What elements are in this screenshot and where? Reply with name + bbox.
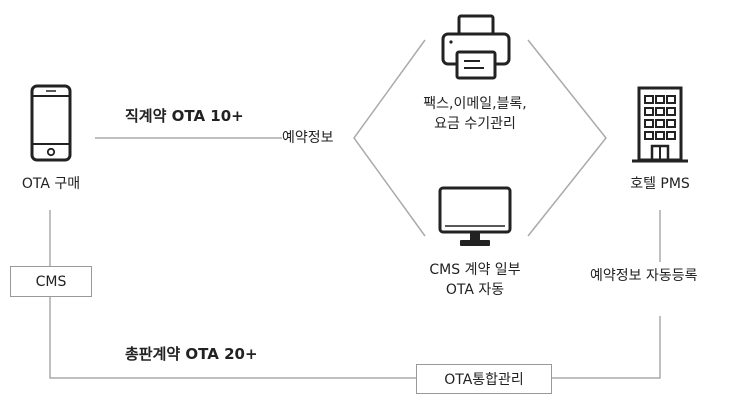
right-diamond-line <box>527 39 607 237</box>
monitor-icon <box>438 186 512 246</box>
left-diamond-line <box>353 39 426 237</box>
ota-integration-box: OTA통합관리 <box>416 364 552 394</box>
auto-register-label: 예약정보 자동등록 <box>590 268 698 284</box>
hotel-building-icon <box>632 86 688 163</box>
fax-label-line2: 요금 수기관리 <box>434 116 516 132</box>
cms-box: CMS <box>10 266 92 297</box>
hotel-pms-label: 호텔 PMS <box>630 176 690 192</box>
cms-partial-label-line1: CMS 계약 일부 <box>429 262 521 278</box>
direct-contract-label: 직계약 OTA 10+ <box>125 107 244 125</box>
cms-partial-label-line2: OTA 자동 <box>445 282 505 298</box>
smartphone-icon <box>30 84 72 162</box>
wholesale-contract-label: 총판계약 OTA 20+ <box>125 345 258 363</box>
ota-purchase-label: OTA 구매 <box>21 176 81 192</box>
reservation-info-label: 예약정보 <box>282 130 334 146</box>
cms-bottom-line <box>49 296 416 379</box>
fax-label-line1: 팩스,이메일,블록, <box>423 96 527 112</box>
pms-bottom-line <box>550 316 661 379</box>
printer-icon <box>441 14 511 80</box>
